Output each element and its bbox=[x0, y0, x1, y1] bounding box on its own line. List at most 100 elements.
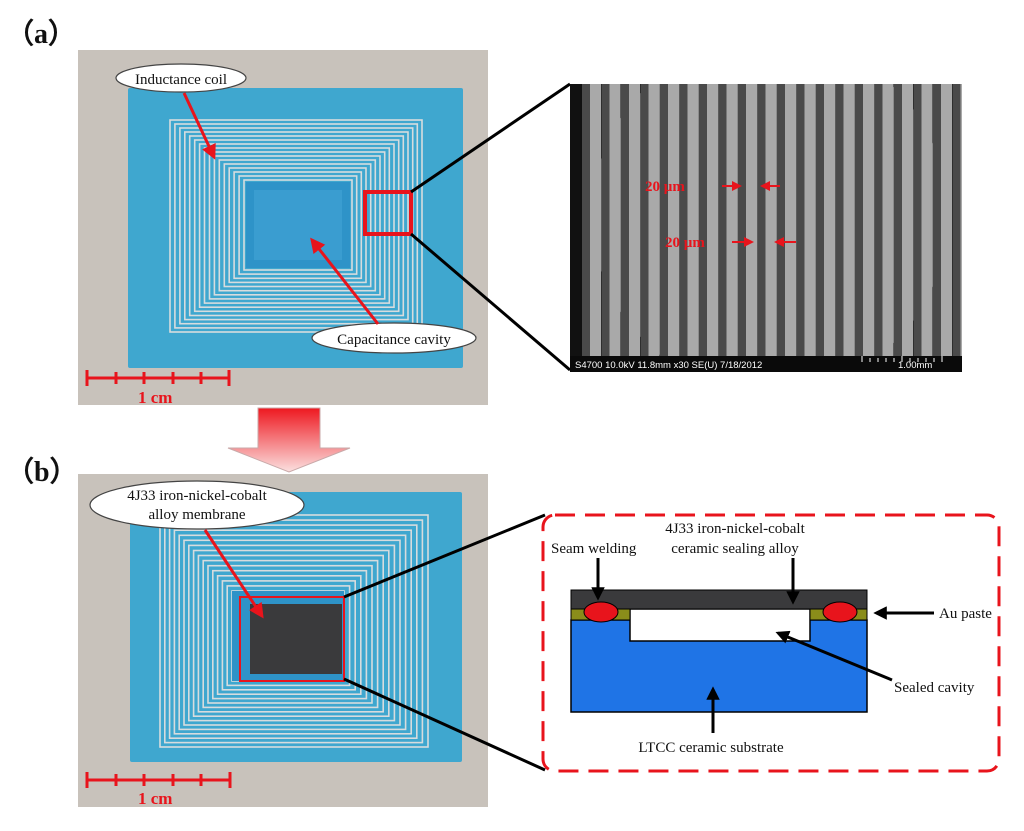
coil-turn bbox=[233, 171, 363, 280]
sem-stripes bbox=[582, 84, 962, 356]
sem-spacing-label-1: 20 µm bbox=[645, 179, 685, 195]
sem-gap-stripe bbox=[660, 84, 668, 356]
sem-line-stripe bbox=[707, 84, 718, 356]
sem-gap-stripe bbox=[738, 84, 746, 356]
alloy-label-line2: ceramic sealing alloy bbox=[671, 541, 799, 557]
sem-line-stripe bbox=[668, 84, 679, 356]
membrane-callout-line1: 4J33 iron-nickel-cobalt bbox=[127, 488, 267, 504]
scale-label-a: 1 cm bbox=[138, 388, 172, 407]
cavity-callout-text: Capacitance cavity bbox=[337, 332, 451, 348]
coil-turn bbox=[218, 159, 377, 292]
sem-gap-stripe bbox=[718, 84, 727, 356]
sem-line-stripe bbox=[785, 84, 796, 356]
sem-line-stripe bbox=[609, 84, 621, 356]
sem-line-stripe bbox=[941, 84, 952, 356]
coil-turn bbox=[213, 155, 381, 296]
seam-welding-label: Seam welding bbox=[551, 541, 637, 557]
sem-gap-stripe bbox=[952, 84, 961, 356]
panel-b-photo: 1 cm 4J33 iron-nickel-cobalt alloy membr… bbox=[78, 474, 488, 808]
au-paste-label: Au paste bbox=[939, 606, 992, 622]
sem-info-bar bbox=[570, 356, 962, 372]
coil-callout-text: Inductance coil bbox=[135, 72, 227, 88]
panel-a-label: （a） bbox=[6, 19, 77, 50]
sem-image: S4700 10.0kV 11.8mm x30 SE(U) 7/18/2012 … bbox=[570, 84, 962, 372]
sem-gap-stripe bbox=[835, 84, 844, 356]
sem-info-text: S4700 10.0kV 11.8mm x30 SE(U) 7/18/2012 bbox=[575, 360, 762, 371]
sem-line-stripe bbox=[590, 84, 601, 356]
sem-gap-stripe bbox=[757, 84, 766, 356]
sem-gap-stripe bbox=[894, 84, 902, 356]
coil-turn bbox=[221, 580, 356, 691]
capacitance-cavity-inner-a bbox=[254, 190, 342, 260]
coil-turn bbox=[183, 539, 401, 726]
coil-turn bbox=[207, 564, 373, 704]
cavity-callout-bubble bbox=[311, 322, 477, 354]
sem-line-stripe bbox=[960, 84, 962, 356]
scale-bar-a bbox=[85, 370, 231, 386]
sem-gap-stripe bbox=[582, 84, 590, 356]
scale-bar-b bbox=[85, 772, 232, 788]
coil-turn bbox=[188, 544, 396, 722]
sem-gap-stripe bbox=[699, 84, 707, 356]
sem-gap-stripe bbox=[621, 84, 629, 356]
sem-scale-text: 1.00mm bbox=[898, 360, 932, 371]
sem-line-stripe bbox=[746, 84, 757, 356]
coil-turn bbox=[238, 175, 358, 275]
sem-line-stripe bbox=[824, 84, 835, 356]
alloy-label-line1: 4J33 iron-nickel-cobalt bbox=[665, 521, 805, 537]
coil-turn bbox=[174, 123, 419, 329]
coil-turn bbox=[212, 569, 368, 700]
cavity-callout-arrow bbox=[310, 237, 380, 325]
zoom-line-top-a bbox=[410, 82, 571, 194]
coil-callout-bubble bbox=[115, 63, 247, 93]
panel-a-photo: 1 cm Inductance coil Capacitance cavity bbox=[78, 50, 488, 407]
zoom-region-box bbox=[363, 190, 413, 236]
coil-turn bbox=[198, 143, 395, 308]
sem-scale-ticks bbox=[861, 356, 943, 362]
coil-turn bbox=[193, 139, 400, 313]
substrate-label: LTCC ceramic substrate bbox=[638, 740, 784, 756]
sem-gap-stripe bbox=[816, 84, 824, 356]
cross-section-diagram: Seam welding 4J33 iron-nickel-cobalt cer… bbox=[541, 513, 1001, 773]
coil-turn bbox=[184, 131, 409, 321]
zoom-line-bottom-b bbox=[343, 677, 546, 772]
process-arrow bbox=[227, 407, 351, 473]
coil-turn bbox=[197, 554, 384, 713]
coil-turn bbox=[188, 135, 405, 317]
coil-turn bbox=[208, 151, 386, 300]
sealed-cavity-label: Sealed cavity bbox=[894, 680, 975, 696]
sem-gap-stripe bbox=[913, 84, 922, 356]
seam-weld-right bbox=[822, 601, 858, 623]
membrane-highlight-box bbox=[239, 596, 345, 682]
coil-turn bbox=[243, 179, 353, 271]
scale-label-b: 1 cm bbox=[138, 789, 172, 808]
sem-gap-stripe bbox=[601, 84, 610, 356]
sem-line-stripe bbox=[882, 84, 894, 356]
coil-turn bbox=[226, 585, 351, 687]
coil-turn bbox=[202, 559, 379, 709]
coil-turn bbox=[216, 574, 362, 695]
coil-turn bbox=[178, 534, 407, 731]
sem-line-stripe bbox=[648, 84, 660, 356]
coil-turn bbox=[164, 519, 424, 744]
sem-gap-stripe bbox=[874, 84, 883, 356]
coil-turn bbox=[192, 549, 390, 717]
sem-gap-stripe bbox=[933, 84, 941, 356]
sem-line-stripe bbox=[629, 84, 640, 356]
coil-turn bbox=[223, 163, 372, 288]
coil-turn bbox=[173, 529, 412, 735]
sem-line-stripe bbox=[863, 84, 874, 356]
panel-b-label: （b） bbox=[6, 457, 78, 488]
sem-line-stripe bbox=[726, 84, 738, 356]
coil-callout-arrow bbox=[182, 92, 216, 160]
sem-line-stripe bbox=[921, 84, 933, 356]
sem-gap-stripe bbox=[777, 84, 785, 356]
membrane-callout-arrow bbox=[203, 529, 264, 619]
zoom-line-top-b bbox=[343, 513, 546, 599]
membrane-callout-line2: alloy membrane bbox=[148, 507, 245, 523]
zoom-line-bottom-a bbox=[410, 232, 571, 372]
coil-turn bbox=[203, 147, 391, 304]
seam-weld-left bbox=[583, 601, 619, 623]
sem-line-stripe bbox=[843, 84, 855, 356]
